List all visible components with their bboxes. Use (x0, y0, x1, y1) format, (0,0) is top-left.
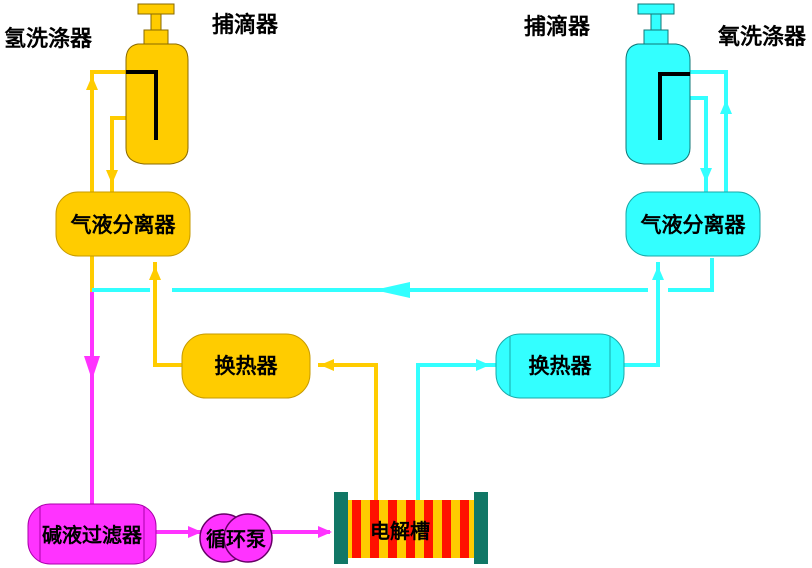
lye-arrows (84, 356, 332, 538)
h2-electrolyzer-to-exchanger-pipe (318, 363, 378, 500)
gas-liquid-separator-right (625, 191, 761, 257)
alkali-filter (27, 503, 157, 565)
h2-separator-to-scrubber-pipe (90, 70, 126, 195)
end-plate-right (474, 492, 488, 564)
h2-scrubber-label: 氢洗涤器 (4, 26, 93, 52)
heat-exchanger-left-label: 换热器 (215, 354, 279, 378)
end-plate-left (334, 492, 348, 564)
arrow-down-icon (700, 168, 712, 182)
o2-electrolyzer-to-exchanger-pipe (416, 363, 496, 500)
circulation-pump (199, 513, 273, 563)
o2-scrubber-label: 氧洗涤器 (717, 25, 807, 50)
o2-exchanger-to-separator-pipe (614, 262, 660, 367)
arrow-down-icon (84, 356, 100, 380)
heat-exchanger-right (495, 333, 625, 399)
lye-pipes (90, 292, 330, 534)
gas-liquid-separator-left-label: 气液分离器 (70, 213, 177, 237)
arrow-left-icon (374, 282, 410, 298)
arrow-up-icon (86, 76, 98, 90)
hydrogen-pipes (90, 70, 378, 500)
arrow-right-icon (318, 526, 332, 538)
cell-stripes (352, 500, 469, 558)
hydrogen-arrows (86, 76, 334, 371)
mist-catcher-left-label: 捕滴器 (212, 12, 279, 38)
gas-liquid-separator-left (55, 191, 191, 257)
h2-exchanger-to-separator-pipe (153, 262, 182, 367)
heat-exchanger-right-label: 换热器 (529, 354, 593, 378)
arrow-down-icon (106, 170, 118, 184)
o2-separator-drain-pipe (668, 258, 714, 292)
internal-baffle (658, 72, 690, 140)
arrow-right-icon (188, 526, 202, 538)
arrow-right-icon (476, 359, 490, 371)
electrolyzer (334, 492, 488, 564)
arrow-left-icon (320, 359, 334, 371)
gas-liquid-separator-right-label: 气液分离器 (640, 213, 747, 237)
oxygen-arrows (374, 100, 732, 371)
o2-scrubber-to-separator-pipe (690, 96, 708, 192)
circulation-pump-label: 循环泵 (206, 527, 266, 551)
alkali-filter-label: 碱液过滤器 (42, 523, 143, 547)
arrow-up-icon (149, 266, 161, 280)
arrow-up-icon (720, 100, 732, 114)
heat-exchanger-left (181, 333, 311, 399)
h2-scrubber-to-separator-pipe (110, 116, 128, 192)
mist-catcher-right (625, 3, 691, 165)
mist-catcher-left (125, 3, 189, 165)
internal-baffle (126, 70, 158, 140)
o2-separator-to-scrubber-pipe (690, 70, 728, 194)
electrolyzer-label: 电解槽 (370, 519, 430, 543)
mist-catcher-right-label: 捕滴器 (524, 14, 591, 40)
arrow-up-icon (652, 266, 664, 280)
